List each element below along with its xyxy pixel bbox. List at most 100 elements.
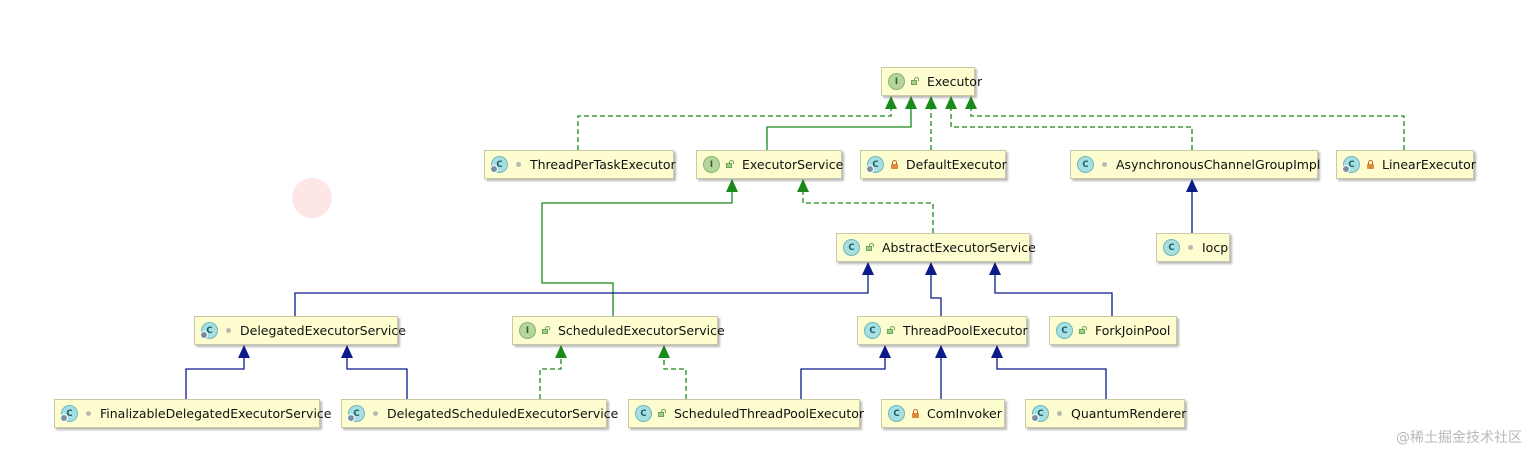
class-node-label: AbstractExecutorService — [882, 240, 1036, 255]
package-dot-icon — [1186, 243, 1195, 252]
arrowhead — [341, 345, 353, 358]
arrowhead — [1186, 179, 1198, 192]
arrowhead — [238, 345, 250, 358]
edge-scheduled-thread-pool-executor-to-scheduled-executor-service — [658, 345, 687, 399]
lock-icon — [911, 409, 920, 418]
class-icon: C — [347, 405, 365, 422]
edge-delegated-scheduled-executor-service-to-scheduled-executor-service — [539, 345, 567, 399]
arrowhead — [991, 345, 1003, 358]
edge-linear-executor-to-executor — [965, 96, 1405, 150]
class-node-label: DefaultExecutor — [906, 157, 1007, 172]
class-node-abstract-executor-service[interactable]: C AbstractExecutorService — [836, 233, 1036, 262]
arrowhead — [726, 179, 738, 192]
edge-com-invoker-to-thread-pool-executor — [935, 345, 947, 399]
edge-default-executor-to-executor — [925, 96, 937, 150]
arrowhead — [925, 96, 937, 109]
class-node-thread-per-task-executor[interactable]: C ThreadPerTaskExecutor — [484, 150, 676, 179]
edge-thread-per-task-executor-to-executor — [577, 96, 897, 150]
class-node-executor[interactable]: I Executor — [881, 67, 982, 96]
class-node-label: ComInvoker — [927, 406, 1002, 421]
class-icon: C — [864, 322, 881, 339]
class-icon: C — [1031, 405, 1049, 422]
edge-fork-join-pool-to-abstract-executor-service — [989, 262, 1113, 316]
class-node-finalizable-delegated-executor-service[interactable]: C FinalizableDelegatedExecutorService — [54, 399, 331, 428]
class-node-label: ThreadPoolExecutor — [903, 323, 1028, 338]
class-node-label: DelegatedExecutorService — [240, 323, 406, 338]
public-icon — [726, 160, 735, 169]
class-node-scheduled-thread-pool-executor[interactable]: C ScheduledThreadPoolExecutor — [628, 399, 864, 428]
class-node-label: ScheduledExecutorService — [558, 323, 725, 338]
edge-delegated-executor-service-to-abstract-executor-service — [294, 262, 874, 316]
class-node-thread-pool-executor[interactable]: C ThreadPoolExecutor — [857, 316, 1028, 345]
edge-scheduled-executor-service-to-executor-service — [541, 179, 738, 316]
class-node-label: DelegatedScheduledExecutorService — [387, 406, 619, 421]
class-node-quantum-renderer[interactable]: C QuantumRenderer — [1025, 399, 1187, 428]
lock-icon — [1366, 160, 1375, 169]
class-node-label: Iocp — [1202, 240, 1229, 255]
arrowhead — [905, 96, 917, 109]
interface-icon: I — [888, 73, 905, 90]
edge-executor-service-to-executor — [766, 96, 917, 150]
interface-icon: I — [519, 322, 536, 339]
package-dot-icon — [1055, 409, 1064, 418]
class-node-iocp[interactable]: C Iocp — [1156, 233, 1230, 262]
class-node-delegated-scheduled-executor-service[interactable]: C DelegatedScheduledExecutorService — [341, 399, 618, 428]
edge-finalizable-delegated-executor-service-to-delegated-executor-service — [185, 345, 250, 399]
class-icon: C — [843, 239, 860, 256]
interface-icon: I — [703, 156, 720, 173]
class-icon: C — [1056, 322, 1073, 339]
arrowhead — [658, 345, 670, 358]
package-dot-icon — [514, 160, 523, 169]
lock-icon — [890, 160, 899, 169]
arrowhead — [555, 345, 567, 358]
class-node-scheduled-executor-service[interactable]: I ScheduledExecutorService — [512, 316, 725, 345]
class-icon: C — [60, 405, 78, 422]
class-node-label: Executor — [927, 74, 983, 89]
class-node-label: ScheduledThreadPoolExecutor — [674, 406, 865, 421]
class-icon: C — [866, 156, 884, 173]
class-node-label: LinearExecutor — [1382, 157, 1476, 172]
class-icon: C — [490, 156, 508, 173]
arrowhead — [965, 96, 977, 109]
class-node-asynchronous-channel-group-impl[interactable]: C AsynchronousChannelGroupImpl — [1070, 150, 1321, 179]
public-icon — [542, 326, 551, 335]
class-node-label: QuantumRenderer — [1071, 406, 1187, 421]
class-node-linear-executor[interactable]: C LinearExecutor — [1336, 150, 1476, 179]
public-icon — [1079, 326, 1088, 335]
class-icon: C — [888, 405, 905, 422]
class-node-label: ForkJoinPool — [1095, 323, 1171, 338]
public-icon — [658, 409, 667, 418]
class-icon: C — [1342, 156, 1360, 173]
arrowhead — [989, 262, 1001, 275]
class-icon: C — [1163, 239, 1180, 256]
class-node-label: ExecutorService — [742, 157, 844, 172]
arrowhead — [945, 96, 957, 109]
class-node-label: FinalizableDelegatedExecutorService — [100, 406, 332, 421]
class-icon: C — [635, 405, 652, 422]
class-node-fork-join-pool[interactable]: C ForkJoinPool — [1049, 316, 1177, 345]
class-node-default-executor[interactable]: C DefaultExecutor — [860, 150, 1007, 179]
public-icon — [911, 77, 920, 86]
edge-iocp-to-asynchronous-channel-group-impl — [1186, 179, 1198, 233]
arrowhead — [935, 345, 947, 358]
cursor-highlight — [292, 178, 332, 218]
class-node-executor-service[interactable]: I ExecutorService — [696, 150, 844, 179]
package-dot-icon — [84, 409, 93, 418]
class-node-label: AsynchronousChannelGroupImpl — [1116, 157, 1321, 172]
public-icon — [887, 326, 896, 335]
watermark: @稀土掘金技术社区 — [1396, 430, 1522, 446]
class-node-com-invoker[interactable]: C ComInvoker — [881, 399, 1005, 428]
class-node-label: ThreadPerTaskExecutor — [530, 157, 676, 172]
arrowhead — [862, 262, 874, 275]
arrowhead — [879, 345, 891, 358]
edge-quantum-renderer-to-thread-pool-executor — [991, 345, 1107, 399]
edge-delegated-scheduled-executor-service-to-delegated-executor-service — [341, 345, 408, 399]
arrowhead — [797, 179, 809, 192]
edge-asynchronous-channel-group-impl-to-executor — [945, 96, 1193, 150]
package-dot-icon — [1100, 160, 1109, 169]
edge-scheduled-thread-pool-executor-to-thread-pool-executor — [800, 345, 891, 399]
edge-thread-pool-executor-to-abstract-executor-service — [925, 262, 942, 316]
class-icon: C — [1077, 156, 1094, 173]
